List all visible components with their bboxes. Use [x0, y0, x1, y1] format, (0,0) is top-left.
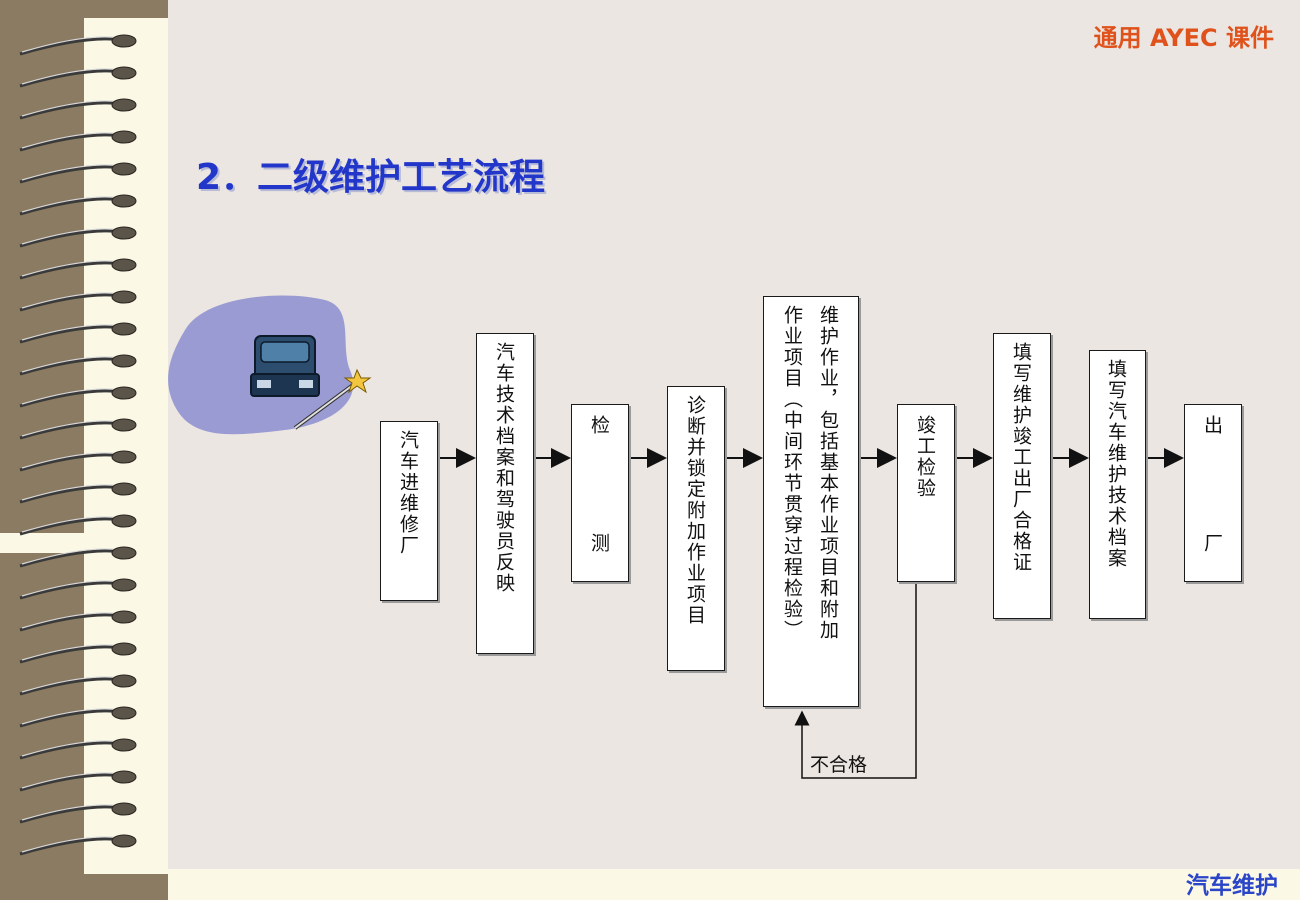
spiral-ring: [19, 354, 137, 376]
spiral-ring: [19, 546, 137, 568]
step-inspection: 检 测: [571, 404, 629, 582]
step-certificate-text: 填写维护竣工出厂合格证: [1010, 342, 1032, 573]
step-enter-shop: 汽车进维修厂: [380, 421, 438, 601]
spiral-ring: [19, 738, 137, 760]
step-record-text: 填写汽车维护技术档案: [1105, 359, 1127, 569]
footer-title: 汽车维护: [1186, 873, 1278, 899]
step-final-check: 竣工检验: [897, 404, 955, 582]
spiral-ring: [19, 162, 137, 184]
spiral-ring: [19, 642, 137, 664]
spiral-ring: [19, 66, 137, 88]
spiral-ring: [19, 130, 137, 152]
spiral-ring: [19, 322, 137, 344]
step-exit-text-2: 厂: [1201, 533, 1223, 554]
bottom-bar: [168, 869, 1300, 900]
spiral-rings: [19, 34, 137, 856]
slide-heading: 2．二级维护工艺流程: [196, 157, 546, 198]
spiral-ring: [19, 290, 137, 312]
spiral-ring: [19, 386, 137, 408]
step-tech-file: 汽车技术档案和驾驶员反映: [476, 333, 534, 654]
spiral-ring: [19, 514, 137, 536]
spiral-ring: [19, 674, 137, 696]
spiral-ring: [19, 770, 137, 792]
spiral-ring: [19, 98, 137, 120]
brand-label: 通用 AYEC 课件: [1093, 24, 1274, 52]
spiral-ring: [19, 34, 137, 56]
step-maintenance: 维护作业，包括基本作业项目和附加 作业项目（中间环节贯穿过程检验）: [763, 296, 859, 707]
spiral-ring: [19, 578, 137, 600]
bottom-spine-edge: [0, 892, 168, 900]
step-exit-text-1: 出: [1201, 415, 1223, 436]
step-final-check-text: 竣工检验: [914, 415, 936, 499]
step-tech-file-text: 汽车技术档案和驾驶员反映: [493, 342, 515, 594]
paper-margin: [84, 18, 168, 874]
step-diagnosis: 诊断并锁定附加作业项目: [667, 386, 725, 671]
spiral-ring: [19, 610, 137, 632]
step-maintenance-text-2: 作业项目（中间环节贯穿过程检验）: [781, 305, 803, 641]
feedback-label: 不合格: [810, 754, 868, 776]
step-diagnosis-text: 诊断并锁定附加作业项目: [684, 395, 706, 626]
step-enter-shop-text: 汽车进维修厂: [397, 430, 419, 556]
step-inspection-text-2: 测: [588, 533, 610, 554]
spiral-ring: [19, 482, 137, 504]
spiral-ring: [19, 226, 137, 248]
car-with-wand-icon: [168, 295, 372, 435]
spiral-ring: [19, 418, 137, 440]
spiral-ring: [19, 834, 137, 856]
spiral-ring: [19, 706, 137, 728]
spiral-ring: [19, 194, 137, 216]
spiral-ring: [19, 802, 137, 824]
step-inspection-text-1: 检: [588, 415, 610, 436]
step-maintenance-text-1: 维护作业，包括基本作业项目和附加: [817, 305, 839, 641]
step-certificate: 填写维护竣工出厂合格证: [993, 333, 1051, 619]
spiral-ring: [19, 258, 137, 280]
step-record: 填写汽车维护技术档案: [1089, 350, 1146, 619]
step-exit: 出 厂: [1184, 404, 1242, 582]
spiral-ring: [19, 450, 137, 472]
spine-gap: [0, 533, 84, 553]
